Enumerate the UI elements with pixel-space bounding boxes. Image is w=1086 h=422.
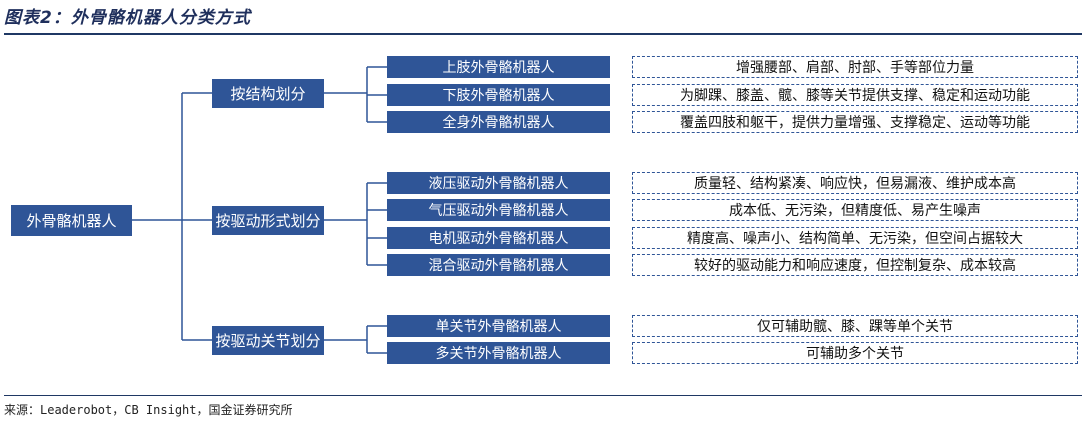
item-upper-limb: 上肢外骨骼机器人: [387, 56, 610, 78]
desc-upper-limb: 增强腰部、肩部、肘部、手等部位力量: [632, 56, 1078, 78]
figure-title: 图表2：外骨骼机器人分类方式: [4, 8, 251, 28]
item-multi-joint: 多关节外骨骼机器人: [387, 342, 610, 364]
desc-lower-limb: 为脚踝、膝盖、髋、膝等关节提供支撑、稳定和运动功能: [632, 84, 1078, 106]
item-hybrid: 混合驱动外骨骼机器人: [387, 254, 610, 276]
source-divider: [4, 395, 1082, 396]
desc-hybrid: 较好的驱动能力和响应速度，但控制复杂、成本较高: [632, 254, 1078, 276]
item-single-joint: 单关节外骨骼机器人: [387, 315, 610, 337]
root-node: 外骨骼机器人: [11, 205, 132, 236]
item-hydraulic: 液压驱动外骨骼机器人: [387, 172, 610, 194]
item-full-body: 全身外骨骼机器人: [387, 111, 610, 133]
title-divider: [4, 33, 1082, 35]
desc-full-body: 覆盖四肢和躯干，提供力量增强、支撑稳定、运动等功能: [632, 111, 1078, 133]
category-3-connector: [324, 325, 387, 354]
category-drive-joint: 按驱动关节划分: [212, 326, 324, 355]
item-pneumatic: 气压驱动外骨骼机器人: [387, 199, 610, 221]
category-structure: 按结构划分: [212, 79, 324, 108]
category-drive-form: 按驱动形式划分: [212, 206, 324, 235]
desc-motor: 精度高、噪声小、结构简单、无污染，但空间占据较大: [632, 227, 1078, 249]
source-note: 来源：Leaderobot，CB Insight，国金证券研究所: [4, 403, 293, 417]
item-lower-limb: 下肢外骨骼机器人: [387, 84, 610, 106]
desc-hydraulic: 质量轻、结构紧凑、响应快，但易漏液、维护成本高: [632, 172, 1078, 194]
desc-pneumatic: 成本低、无污染，但精度低、易产生噪声: [632, 199, 1078, 221]
desc-multi-joint: 可辅助多个关节: [632, 342, 1078, 364]
category-2-connector: [324, 182, 387, 266]
category-1-connector: [324, 66, 387, 123]
root-connector: [132, 92, 212, 341]
item-motor: 电机驱动外骨骼机器人: [387, 227, 610, 249]
desc-single-joint: 仅可辅助髋、膝、踝等单个关节: [632, 315, 1078, 337]
